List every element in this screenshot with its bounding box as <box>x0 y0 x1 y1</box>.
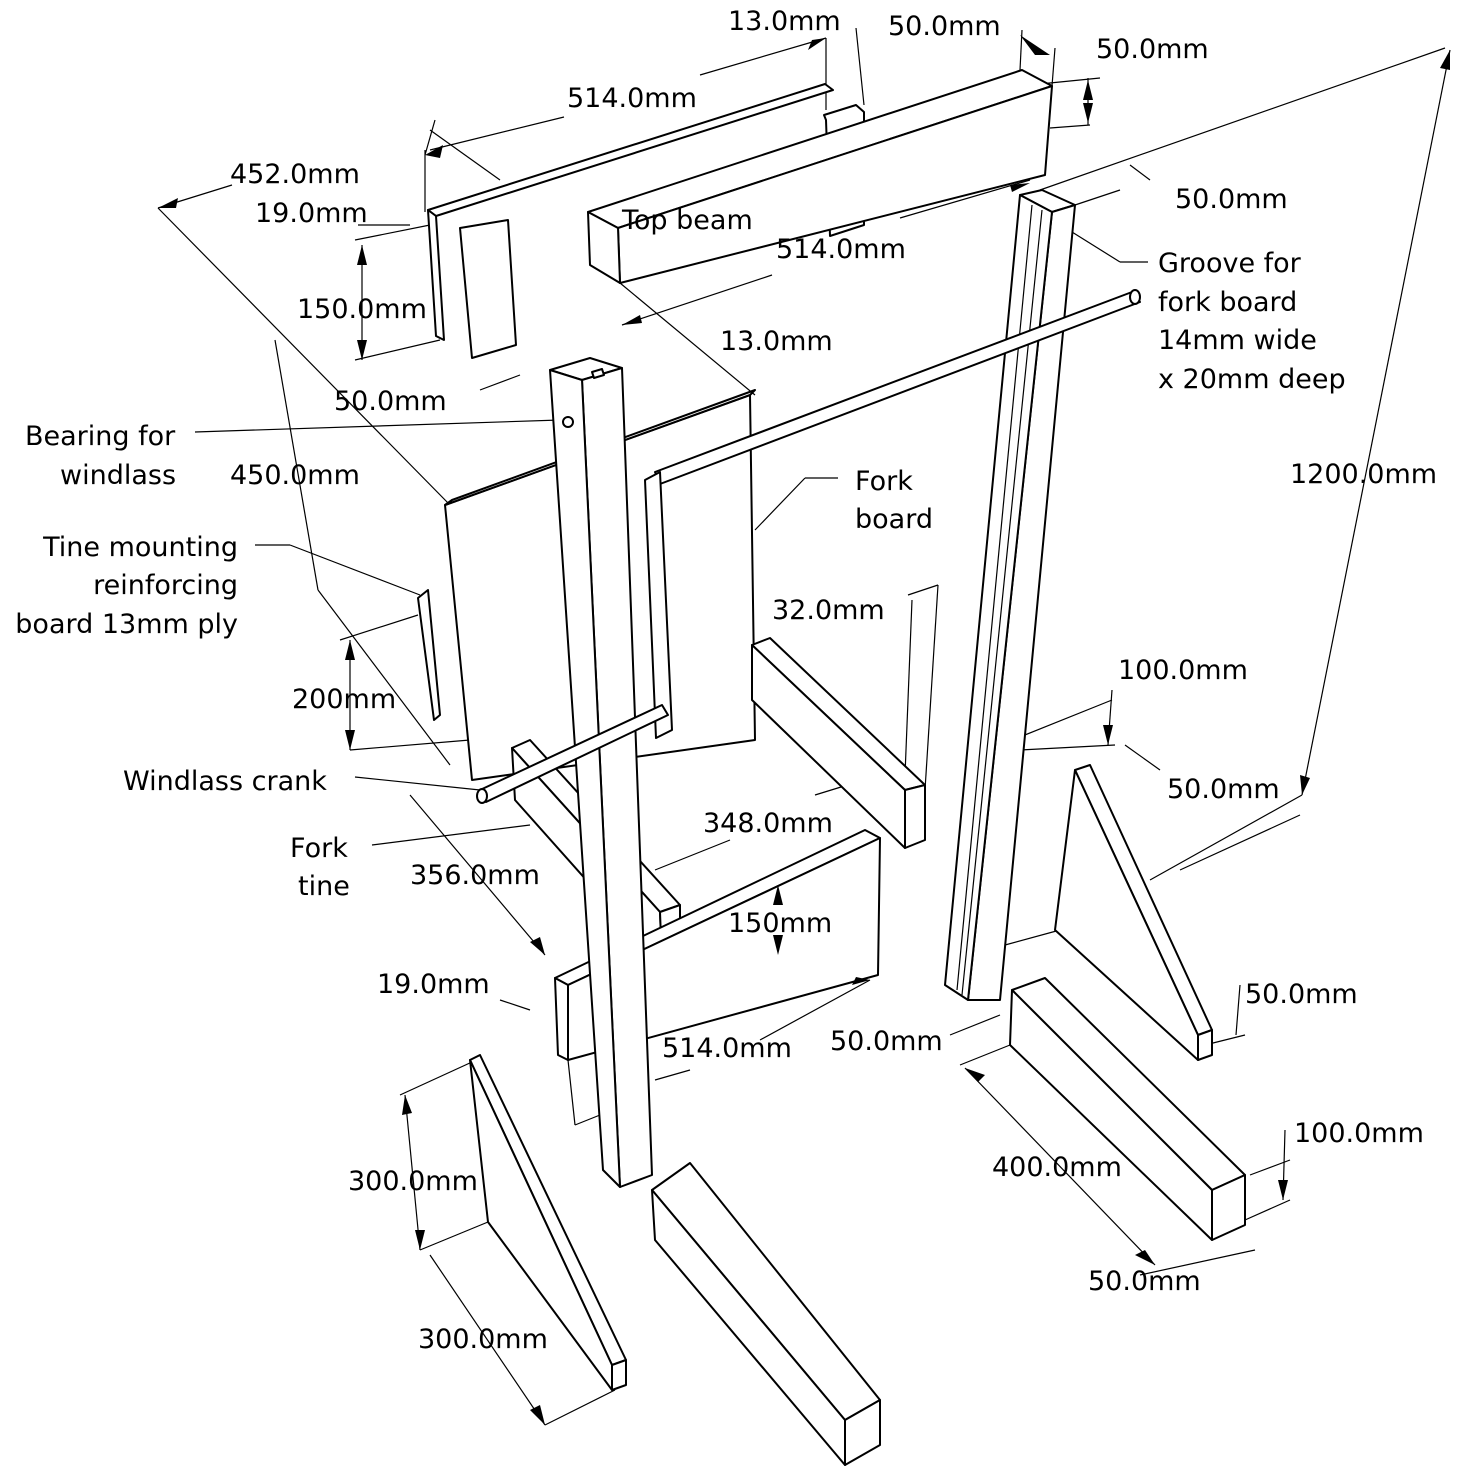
dim-label: 50.0mm <box>1167 774 1280 805</box>
dim-label: 50.0mm <box>1088 1266 1201 1297</box>
leader-lines <box>194 211 1148 846</box>
callout-fork-tine-line1: Fork <box>290 833 348 864</box>
dim-label: 50.0mm <box>1096 34 1209 65</box>
dim-label: 514.0mm <box>776 234 906 265</box>
dim-label: 50.0mm <box>1245 979 1358 1010</box>
dim-label: 100.0mm <box>1294 1118 1424 1149</box>
left-foot <box>651 1162 881 1466</box>
arrowheads <box>158 35 1450 1425</box>
callout-tine-board-line2: reinforcing <box>93 570 238 601</box>
callout-top-beam: Top beam <box>621 205 753 236</box>
dim-label: 150.0mm <box>297 294 427 325</box>
callout-groove-line2: fork board <box>1158 287 1297 318</box>
dim-label: 13.0mm <box>720 326 833 357</box>
dim-label: 100.0mm <box>1118 655 1248 686</box>
top-beam <box>587 69 1053 284</box>
callout-groove-line3: 14mm wide <box>1158 325 1317 356</box>
callout-bearing-line2: windlass <box>60 460 176 491</box>
dim-label: 450.0mm <box>230 460 360 491</box>
top-back-board <box>427 83 834 341</box>
callout-groove-line4: x 20mm deep <box>1158 364 1346 395</box>
dim-label: 50.0mm <box>830 1026 943 1057</box>
callout-fork-board-line1: Fork <box>855 466 913 497</box>
right-upright <box>944 189 1076 1001</box>
dim-label: 300.0mm <box>348 1166 478 1197</box>
windlass-crank <box>476 704 669 804</box>
dim-label: 348.0mm <box>703 808 833 839</box>
dim-label: 356.0mm <box>410 860 540 891</box>
dim-label: 50.0mm <box>334 386 447 417</box>
dim-label: 19.0mm <box>377 969 490 1000</box>
dim-label: 514.0mm <box>662 1033 792 1064</box>
callout-groove-line1: Groove for <box>1158 248 1302 279</box>
callout-tine-board-line3: board 13mm ply <box>15 609 238 640</box>
right-foot <box>1009 977 1246 1241</box>
dim-label: 19.0mm <box>255 198 368 229</box>
left-upright <box>549 357 653 1188</box>
dim-label: 50.0mm <box>1175 184 1288 215</box>
dim-label: 150mm <box>728 908 832 939</box>
callout-bearing-line1: Bearing for <box>25 421 176 452</box>
left-brace <box>469 1054 627 1391</box>
dim-label: 1200.0mm <box>1290 459 1437 490</box>
top-spacer-block <box>459 219 517 359</box>
windlass-bracket <box>644 471 673 739</box>
dim-label: 514.0mm <box>567 83 697 114</box>
dim-label: 13.0mm <box>728 6 841 37</box>
fork-board-slab <box>751 637 926 849</box>
tine-mounting-board <box>417 589 441 721</box>
callout-tine-board-line1: Tine mounting <box>42 532 238 563</box>
dim-label: 200mm <box>292 684 396 715</box>
dim-label: 452.0mm <box>230 159 360 190</box>
callout-fork-board-line2: board <box>855 504 933 535</box>
dim-label: 50.0mm <box>888 11 1001 42</box>
callout-windlass-crank: Windlass crank <box>123 766 327 797</box>
windlass-rod <box>654 289 1141 485</box>
callout-fork-tine-line2: tine <box>298 871 350 902</box>
right-brace <box>1054 764 1213 1061</box>
dim-label: 32.0mm <box>772 595 885 626</box>
dim-label: 400.0mm <box>992 1152 1122 1183</box>
dim-label: 300.0mm <box>418 1324 548 1355</box>
